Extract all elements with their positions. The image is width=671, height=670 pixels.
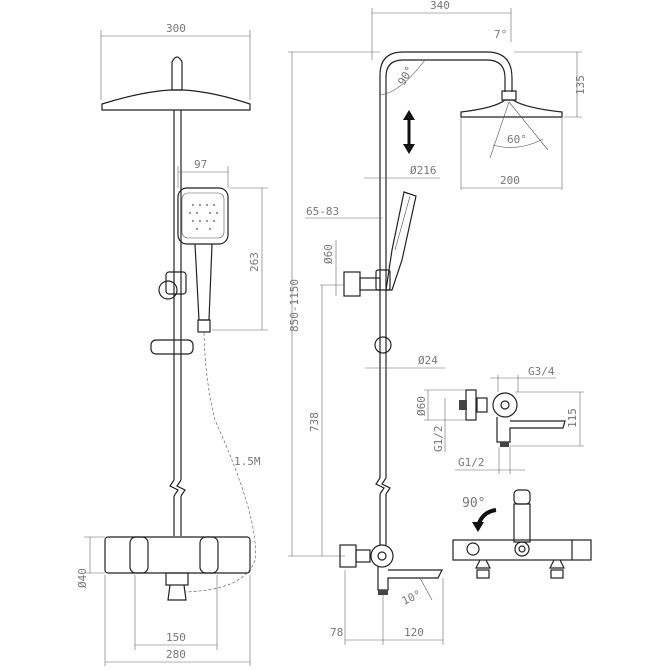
svg-text:7°: 7° [494, 28, 507, 41]
height-adjust-arrow-icon [403, 110, 415, 154]
svg-text:135: 135 [574, 75, 587, 95]
svg-text:Ø60: Ø60 [415, 396, 428, 416]
dim-mixer-to-holder: 738 [308, 285, 323, 556]
dim-spout-reach: 120 [383, 578, 444, 645]
dim-mixer-width: 280 [104, 575, 251, 666]
dim-mixer-depth: 78 [330, 570, 384, 645]
svg-text:Ø60: Ø60 [322, 244, 335, 264]
dim-wall-thread: G1/2 [432, 398, 446, 453]
svg-text:115: 115 [566, 408, 579, 428]
dim-head-width: 300 [100, 22, 251, 100]
dim-head-drop: 135 [514, 51, 587, 118]
shower-arm: 90° [379, 51, 513, 300]
svg-text:65-83: 65-83 [306, 205, 339, 218]
svg-text:263: 263 [248, 252, 261, 272]
svg-text:90°: 90° [395, 64, 416, 88]
dim-mixer-diameter: Ø40 [76, 536, 105, 588]
svg-text:Ø24: Ø24 [418, 354, 438, 367]
hand-shower [177, 187, 229, 333]
dim-inlet-spacing: 150 [134, 575, 218, 650]
svg-text:G3/4: G3/4 [528, 365, 555, 378]
wall-bracket [320, 269, 391, 297]
shower-hose: 1.5M [184, 332, 261, 593]
dim-holder-diameter: Ø60 [322, 240, 337, 296]
connection-detail: G3/4 Ø60 G1/2 G1/2 115 [415, 365, 584, 474]
svg-text:G1/2: G1/2 [458, 456, 485, 469]
dim-connection-height: 115 [510, 391, 584, 447]
dim-handshower-width: 97 [177, 158, 229, 188]
overhead-head-side: 60° [460, 90, 563, 159]
dim-rod-diameter: Ø216 [364, 164, 440, 179]
dim-head-diameter: 200 [460, 118, 563, 190]
svg-text:150: 150 [166, 631, 186, 644]
svg-text:1.5M: 1.5M [234, 455, 261, 468]
svg-text:Ø216: Ø216 [410, 164, 437, 177]
svg-text:340: 340 [430, 0, 450, 12]
svg-text:120: 120 [404, 626, 424, 639]
lower-rod-side [374, 300, 392, 545]
dim-arm-reach: 340 [371, 0, 512, 60]
dim-total-height: 850-1150 [288, 51, 380, 557]
svg-text:10°: 10° [400, 588, 424, 608]
svg-text:97: 97 [194, 158, 207, 171]
front-view: 300 [76, 22, 268, 666]
dim-top-thread: G3/4 [490, 365, 556, 392]
hand-shower-side [385, 191, 417, 291]
svg-text:200: 200 [500, 174, 520, 187]
handshower-holder [158, 271, 187, 300]
dim-bottom-thread: G1/2 [455, 447, 525, 474]
dim-flange-diameter: Ø60 [415, 389, 466, 421]
rotation-arrow-icon [472, 508, 497, 532]
svg-text:300: 300 [166, 22, 186, 35]
dim-handshower-height: 263 [212, 187, 268, 331]
svg-text:280: 280 [166, 648, 186, 661]
svg-text:850-1150: 850-1150 [288, 279, 301, 332]
shower-rod [169, 110, 186, 536]
thermostatic-mixer-front [104, 536, 251, 601]
top-view: 90° [452, 489, 592, 579]
rod-slider [150, 339, 194, 355]
svg-text:60°: 60° [507, 133, 527, 146]
svg-text:Ø40: Ø40 [76, 568, 89, 588]
dim-holder-offset: 65-83 [305, 205, 383, 219]
side-view: 340 7° 90° 60° 135 200 [288, 0, 587, 645]
overhead-shower-head [101, 56, 251, 111]
svg-text:738: 738 [308, 412, 321, 432]
thermostatic-mixer-side: 10° [339, 544, 443, 608]
svg-text:G1/2: G1/2 [432, 426, 445, 453]
svg-text:78: 78 [330, 626, 343, 639]
dim-slider-diameter: Ø24 [365, 354, 445, 369]
svg-text:90°: 90° [462, 496, 485, 511]
